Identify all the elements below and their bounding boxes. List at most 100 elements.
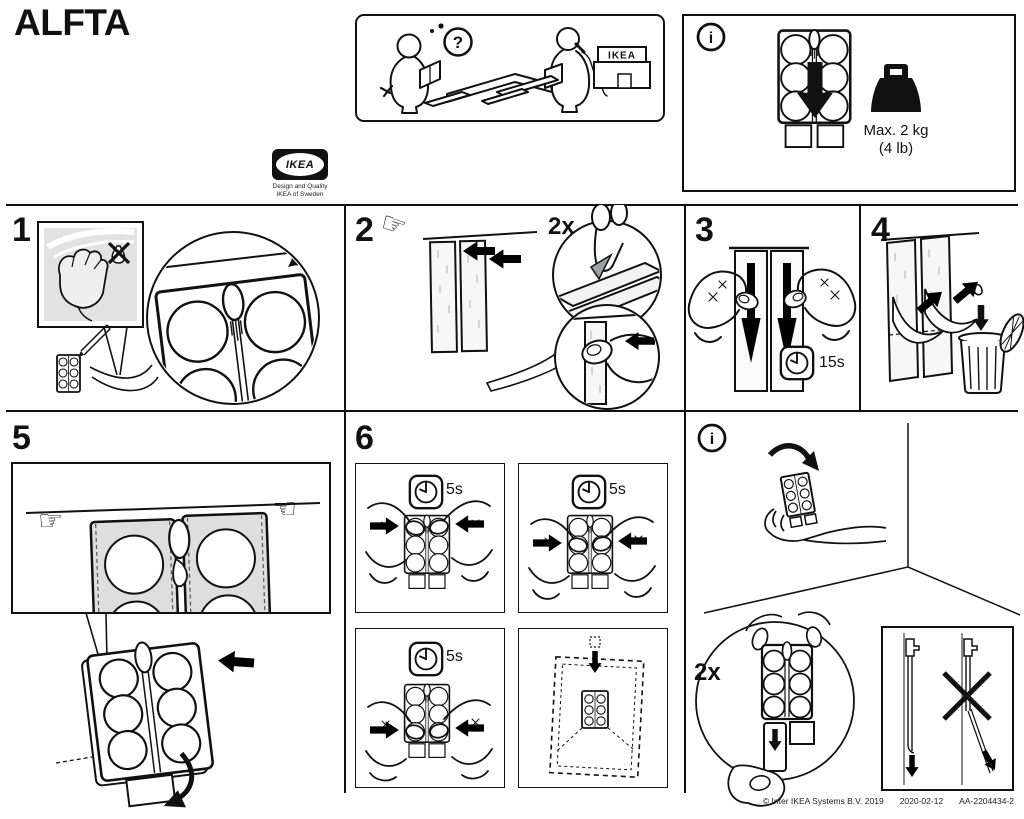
ikea-tagline: Design and Quality IKEA of Sweden xyxy=(272,183,328,199)
step-1-art xyxy=(37,221,320,405)
hands xyxy=(365,699,493,782)
press-time-label: 5s xyxy=(609,481,626,498)
thumb xyxy=(405,520,425,536)
peeling-liners xyxy=(892,274,984,344)
question-mark: ? xyxy=(453,33,463,52)
step-6-panel: 6 5s 5s xyxy=(345,411,685,819)
step-5-art xyxy=(11,462,331,808)
removal-info-panel: 2x i xyxy=(686,411,1024,819)
footer-date: 2020-02-12 xyxy=(899,796,944,806)
wiping-hand xyxy=(58,248,109,322)
fingertip xyxy=(591,205,611,231)
thumb xyxy=(429,723,449,739)
removal-direction-art xyxy=(903,633,1001,785)
step-number: 1 xyxy=(12,211,31,249)
adhesive-strips xyxy=(429,239,488,354)
step-number: 5 xyxy=(12,419,31,457)
product-magnified xyxy=(81,641,214,808)
step-4-panel: 4 xyxy=(861,205,1024,411)
step-5-panel: 5 ☞ ☜ xyxy=(0,411,345,819)
correct-removal xyxy=(905,638,920,777)
thumb xyxy=(405,724,425,740)
clock-icon xyxy=(408,474,444,510)
cross-out-icon xyxy=(942,671,992,721)
ikea-logo-oval: IKEA xyxy=(276,153,324,176)
product xyxy=(566,514,614,590)
divider xyxy=(6,204,1018,206)
divider xyxy=(6,410,1018,412)
loose-boards xyxy=(481,75,559,105)
left-arrow-icon xyxy=(217,649,255,674)
thumb xyxy=(592,536,612,552)
down-arrow-icon xyxy=(973,305,989,331)
max-weight-lb-label: (4 lb) xyxy=(878,140,914,157)
clock-icon xyxy=(779,345,815,381)
ikea-logo: IKEA xyxy=(272,149,328,180)
up-right-arrow-icon xyxy=(949,274,984,308)
confused-person-figure xyxy=(379,33,441,114)
thumb xyxy=(568,537,588,553)
pull-tab-detail xyxy=(727,611,831,807)
weight-icon xyxy=(871,64,921,112)
info-icon: i xyxy=(696,22,726,52)
pencil-icon xyxy=(78,324,111,357)
ikea-logo-text: IKEA xyxy=(285,158,315,171)
svg-text:i: i xyxy=(710,431,714,448)
pointing-hand-icon: ☜ xyxy=(272,492,298,525)
clock-icon xyxy=(571,474,607,510)
removal-direction-inset xyxy=(881,626,1014,791)
thumb xyxy=(735,291,759,311)
callout-pointer xyxy=(485,349,567,392)
thumb xyxy=(783,289,807,309)
curved-arrow-icon xyxy=(767,443,813,463)
step-2-panel: 2 ☞ 2x xyxy=(345,205,685,411)
info-box xyxy=(682,14,1016,192)
top-band-art: ? IKEA i xyxy=(379,22,921,149)
step-6-substep-4 xyxy=(518,628,668,788)
divider xyxy=(859,204,861,411)
ikea-store-icon xyxy=(593,46,651,89)
callout-pointer xyxy=(103,326,128,376)
step-2-art xyxy=(422,205,662,410)
footer: © Inter IKEA Systems B.V. 2019 2020-02-1… xyxy=(700,796,1014,806)
fingertip xyxy=(610,205,628,226)
step-number: 4 xyxy=(871,211,890,249)
product xyxy=(403,683,451,759)
down-arrow-icon xyxy=(588,651,602,673)
press-time-label: 15s xyxy=(819,354,845,371)
down-right-arrow-icon xyxy=(978,747,1001,774)
store-sign-text: IKEA xyxy=(608,51,636,62)
down-arrow-icon xyxy=(905,755,919,777)
hand-holding-product xyxy=(764,443,887,545)
wall-inset xyxy=(11,462,331,614)
divider xyxy=(684,204,686,793)
pressing-hands xyxy=(687,268,857,343)
step-number: 3 xyxy=(695,211,714,249)
left-arrow-icon xyxy=(455,515,484,533)
thumb xyxy=(429,519,449,535)
press-top-art xyxy=(365,474,493,590)
pencil-icon xyxy=(291,234,317,266)
right-arrow-icon xyxy=(370,517,399,535)
no-cleaning-agents-icon xyxy=(107,241,131,265)
hang-frame-art xyxy=(549,636,645,779)
page-title: ALFTA xyxy=(14,2,131,43)
press-bottom-art xyxy=(365,641,493,782)
left-arrow-icon xyxy=(618,532,647,550)
wipe-wall-inset xyxy=(37,221,144,328)
left-arrow-icon xyxy=(455,719,484,737)
step-6-substep-3: 5s xyxy=(355,628,505,788)
max-weight-label: Max. 2 kg xyxy=(863,122,929,139)
press-middle-art xyxy=(528,474,656,600)
divider xyxy=(344,204,346,793)
clock-icon xyxy=(408,641,444,677)
trash-can-icon xyxy=(958,283,1024,394)
step-number: 2 xyxy=(355,211,374,249)
product-small xyxy=(56,354,81,393)
room-corner xyxy=(703,423,1021,616)
product-on-wall xyxy=(25,502,321,612)
product-small xyxy=(581,690,609,729)
step-3-panel: 3 15s xyxy=(685,205,859,411)
step-number: 6 xyxy=(355,419,374,457)
